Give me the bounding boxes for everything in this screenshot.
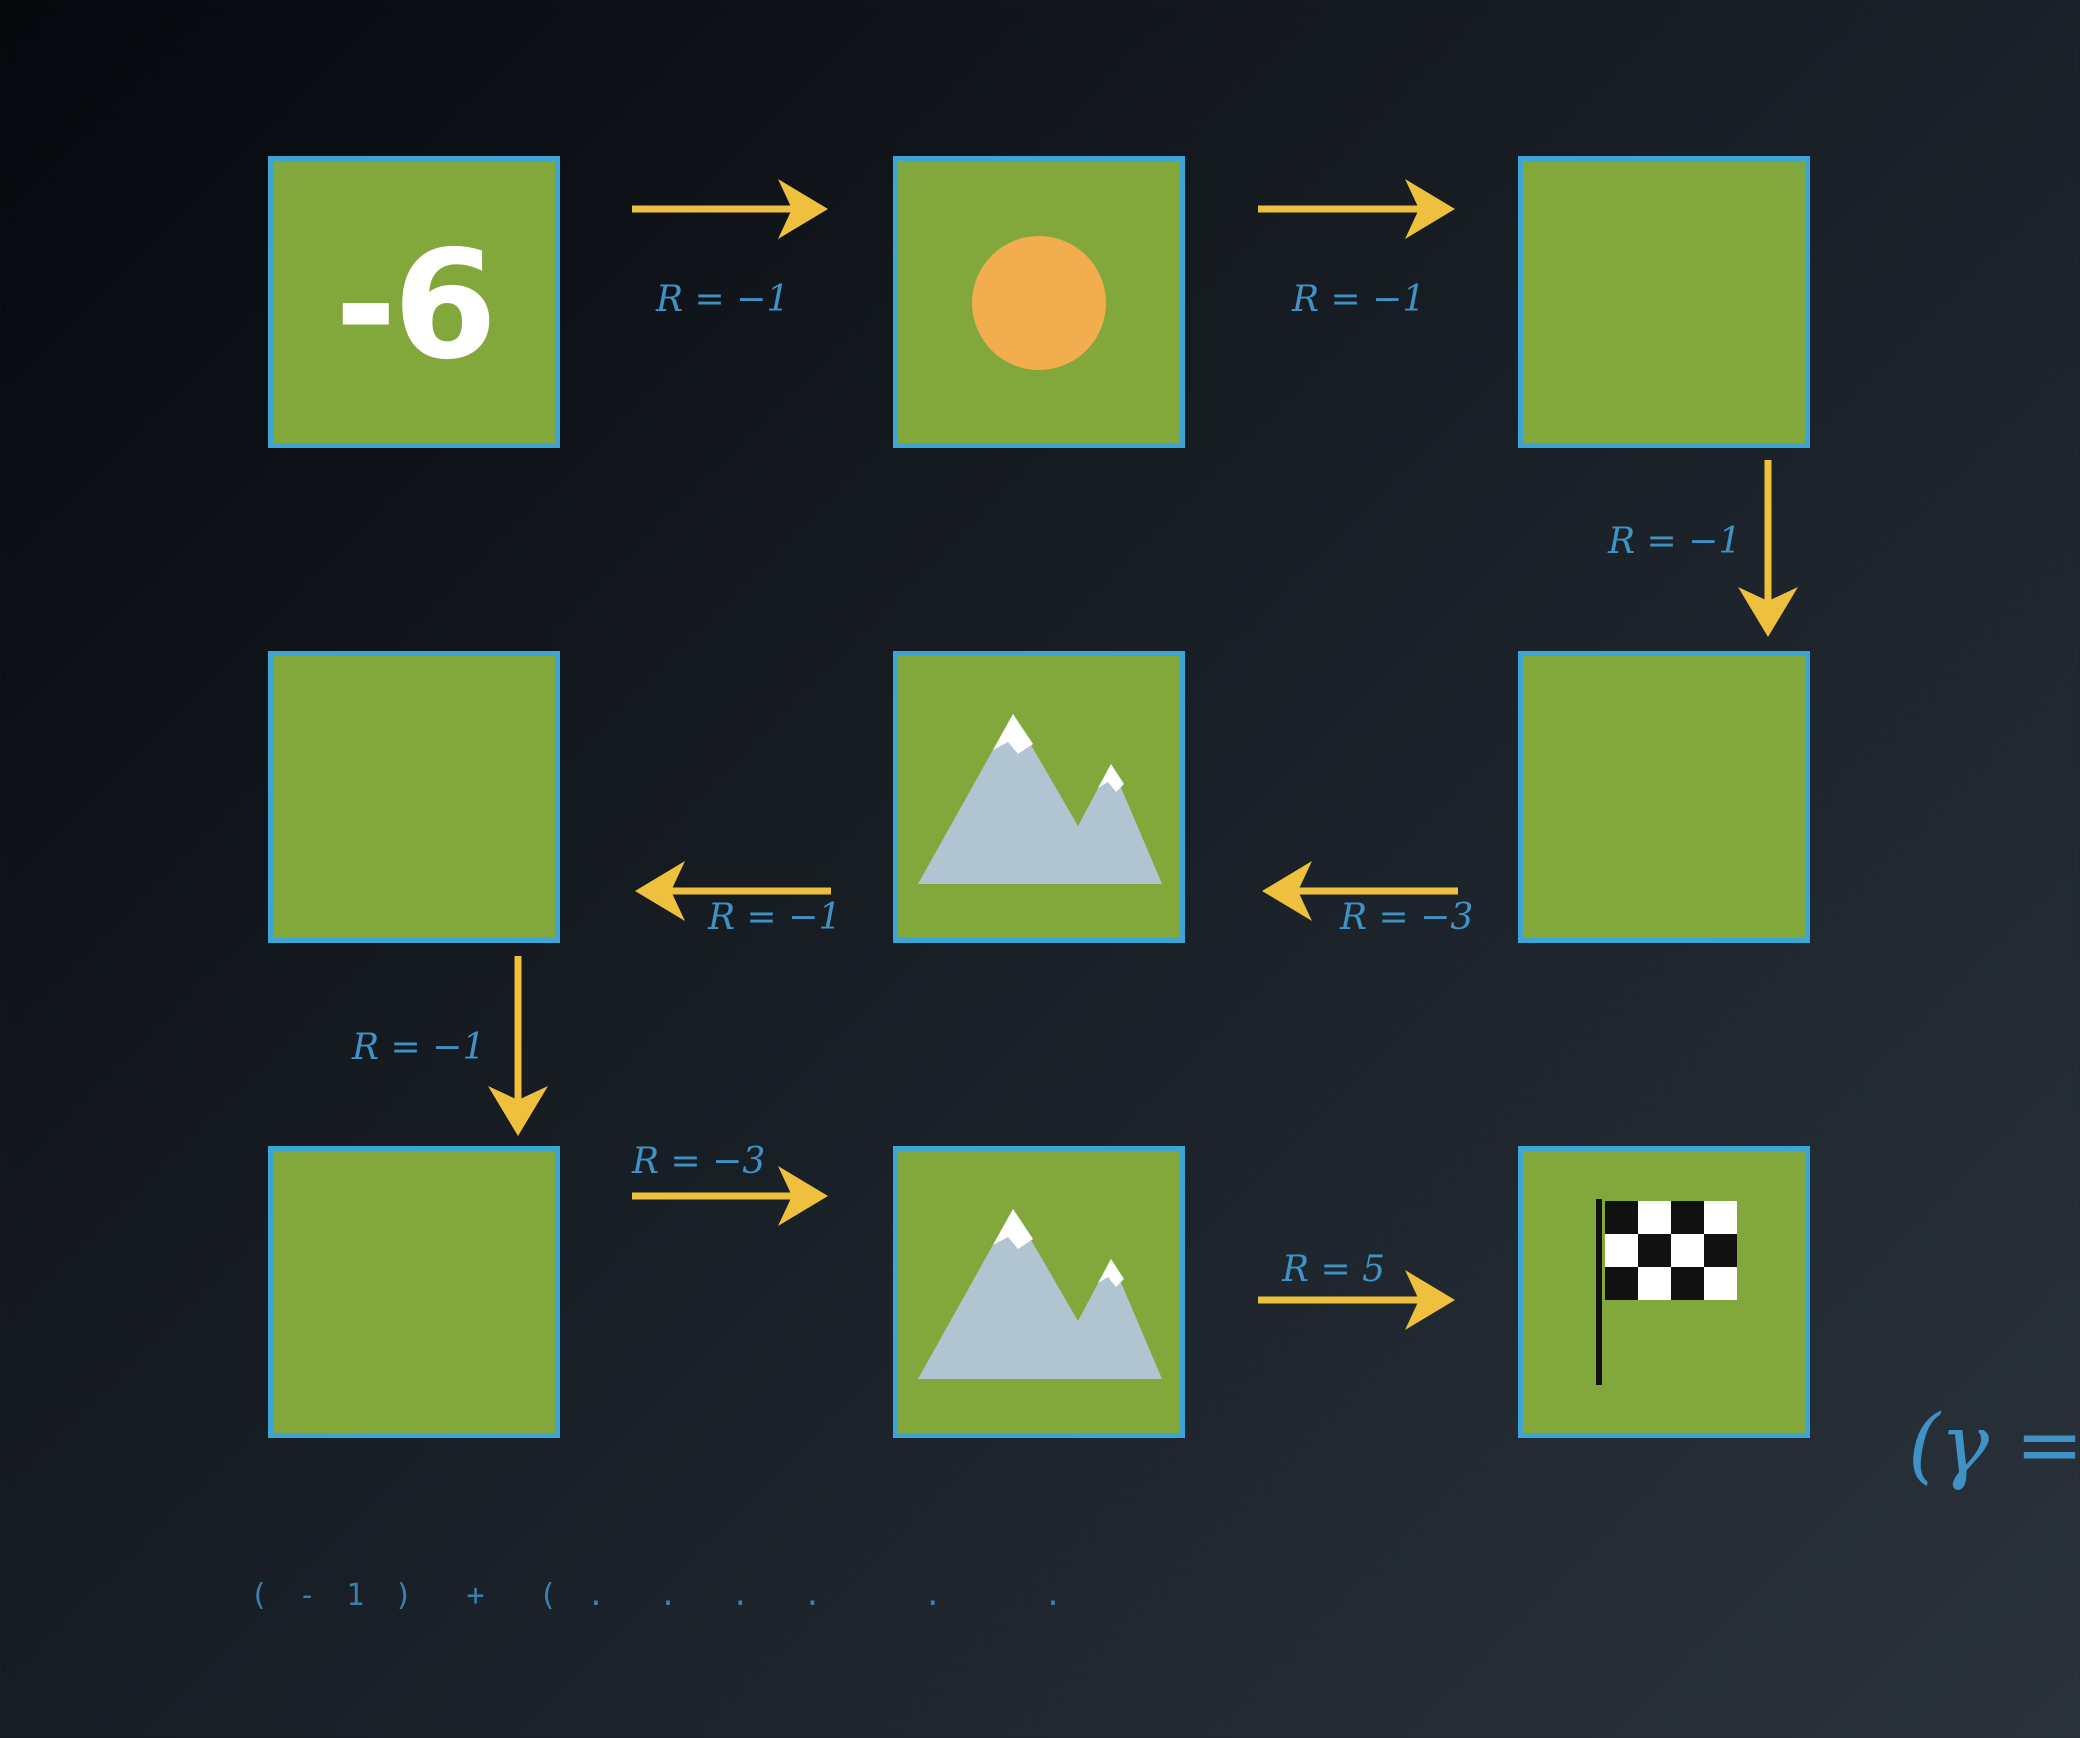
reward-label: R = −1 — [1608, 521, 1742, 562]
mountain-icon — [918, 1209, 1162, 1379]
mountain-icon — [918, 714, 1162, 884]
reward-label: R = −1 — [352, 1027, 486, 1068]
transition-arrow — [488, 956, 548, 1136]
return-formula-text: ( - 1 ) + ( . . . . . . — [250, 1578, 1069, 1613]
reward-label: R = −3 — [1340, 897, 1474, 938]
transition-arrow — [1738, 460, 1798, 637]
grid-cell: -6 — [268, 156, 560, 448]
transition-arrow — [1262, 861, 1458, 921]
reward-label: R = −3 — [632, 1141, 766, 1182]
grid-cell — [893, 156, 1185, 448]
grid-cell — [1518, 651, 1810, 943]
reward-label: R = −1 — [656, 279, 790, 320]
reward-label: R = −1 — [708, 897, 842, 938]
grid-cell — [268, 1146, 560, 1438]
grid-cell — [268, 651, 560, 943]
transition-arrow — [632, 1166, 828, 1226]
discount-factor-label: (γ = — [1908, 1398, 2080, 1493]
sun-icon — [972, 236, 1106, 370]
checkered-flag-icon — [1596, 1199, 1737, 1385]
state-value: -6 — [334, 219, 498, 393]
transition-arrow — [1258, 1270, 1455, 1330]
transition-arrow — [632, 179, 828, 239]
grid-cell — [893, 1146, 1185, 1438]
grid-cell — [893, 651, 1185, 943]
transition-arrow — [635, 861, 831, 921]
grid-cell — [1518, 1146, 1810, 1438]
reward-label: R = −1 — [1292, 279, 1426, 320]
reward-label: R = 5 — [1282, 1249, 1386, 1290]
grid-cell — [1518, 156, 1810, 448]
transition-arrow — [1258, 179, 1455, 239]
